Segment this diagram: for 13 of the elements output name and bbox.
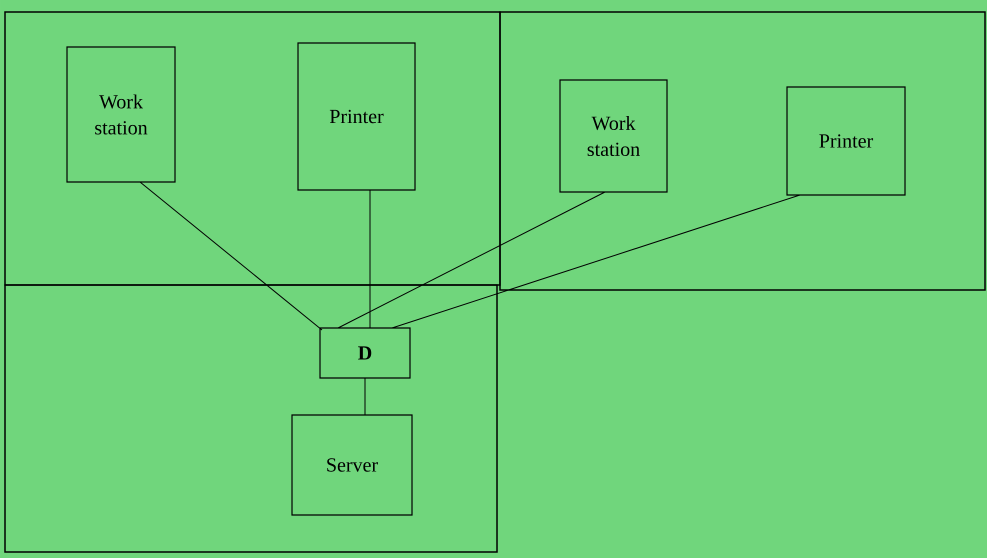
connection-line <box>392 194 800 328</box>
device-box: Server <box>291 414 413 516</box>
connection-line <box>364 378 366 416</box>
connection-line <box>140 182 322 330</box>
room-area <box>4 284 498 553</box>
room-area <box>4 11 501 286</box>
connection-line <box>338 192 606 328</box>
device-box: D <box>319 327 411 379</box>
device-box: Work station <box>66 46 176 183</box>
device-box: Work station <box>559 79 668 193</box>
device-box: Printer <box>297 42 416 191</box>
room-area <box>499 11 986 291</box>
device-box: Printer <box>786 86 906 196</box>
